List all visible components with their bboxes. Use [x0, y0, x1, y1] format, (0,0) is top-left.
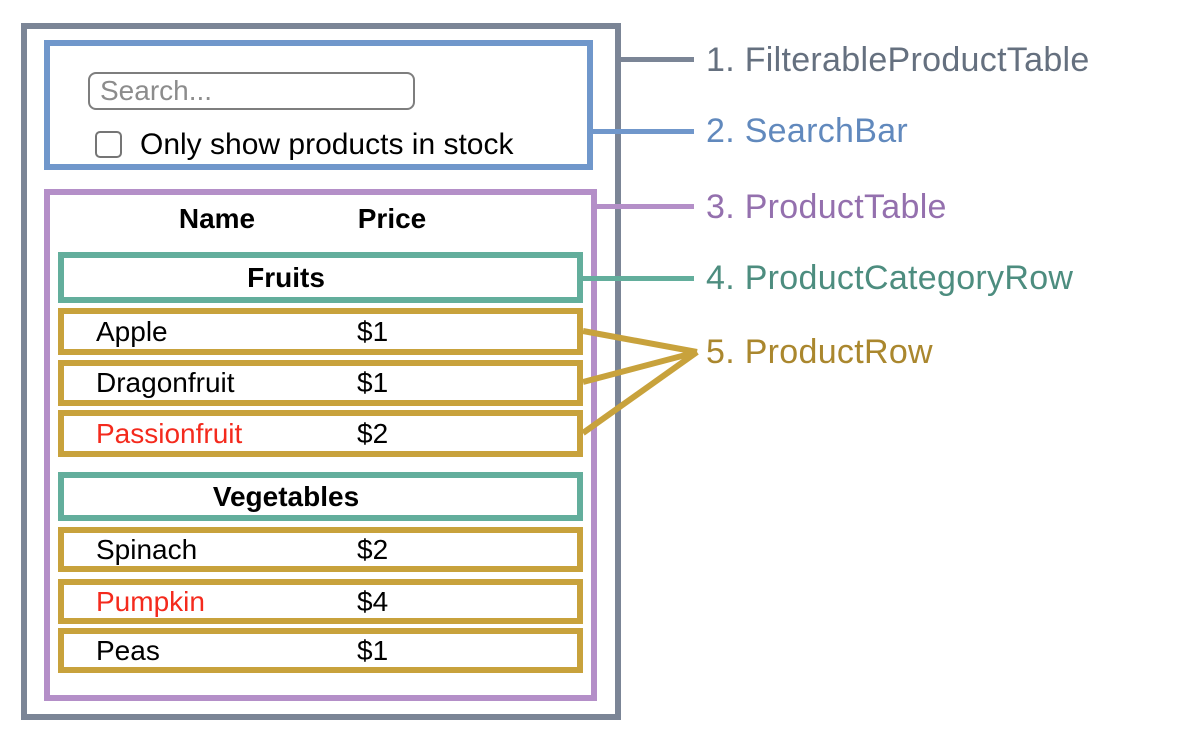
connector-line-product-category-row [580, 276, 694, 281]
connector-line-search-bar [590, 129, 694, 134]
product-price: $4 [357, 585, 389, 617]
product-name: Dragonfruit [96, 367, 235, 398]
product-price: $2 [357, 417, 389, 449]
product-name: Pumpkin [96, 585, 205, 617]
product-price: $1 [357, 634, 389, 666]
category-label: Vegetables [212, 480, 360, 512]
product-row-pumpkin: Pumpkin $4 [58, 579, 583, 624]
product-row-spinach: Spinach $2 [58, 527, 583, 572]
product-price: $1 [357, 367, 389, 398]
product-name: Passionfruit [96, 417, 243, 449]
product-name: Peas [96, 634, 160, 666]
label-product-row: 5. ProductRow [706, 333, 933, 371]
product-name: Apple [96, 315, 168, 347]
product-table-box [44, 189, 597, 701]
product-row-apple: Apple $1 [58, 308, 583, 355]
search-bar-box [44, 40, 593, 170]
label-search-bar: 2. SearchBar [706, 112, 909, 150]
product-row-dragonfruit: Dragonfruit $1 [58, 360, 583, 406]
product-row-peas: Peas $1 [58, 628, 583, 673]
category-label: Fruits [247, 261, 325, 293]
label-product-category-row: 4. ProductCategoryRow [706, 259, 1074, 297]
in-stock-checkbox[interactable] [95, 131, 122, 158]
in-stock-checkbox-label: Only show products in stock [140, 128, 514, 161]
column-header-name: Name [178, 203, 256, 234]
connector-line-product-table [594, 204, 694, 209]
product-price: $2 [357, 533, 389, 565]
label-product-table: 3. ProductTable [706, 188, 947, 226]
product-row-passionfruit: Passionfruit $2 [58, 410, 583, 457]
search-input[interactable] [88, 72, 415, 110]
product-category-row-fruits: Fruits [58, 252, 583, 303]
product-price: $1 [357, 315, 389, 347]
product-name: Spinach [96, 533, 198, 565]
column-header-price: Price [357, 203, 427, 234]
label-filterable-product-table: 1. FilterableProductTable [706, 41, 1090, 79]
product-category-row-vegetables: Vegetables [58, 472, 583, 521]
connector-line-filterable-product-table [615, 57, 694, 62]
